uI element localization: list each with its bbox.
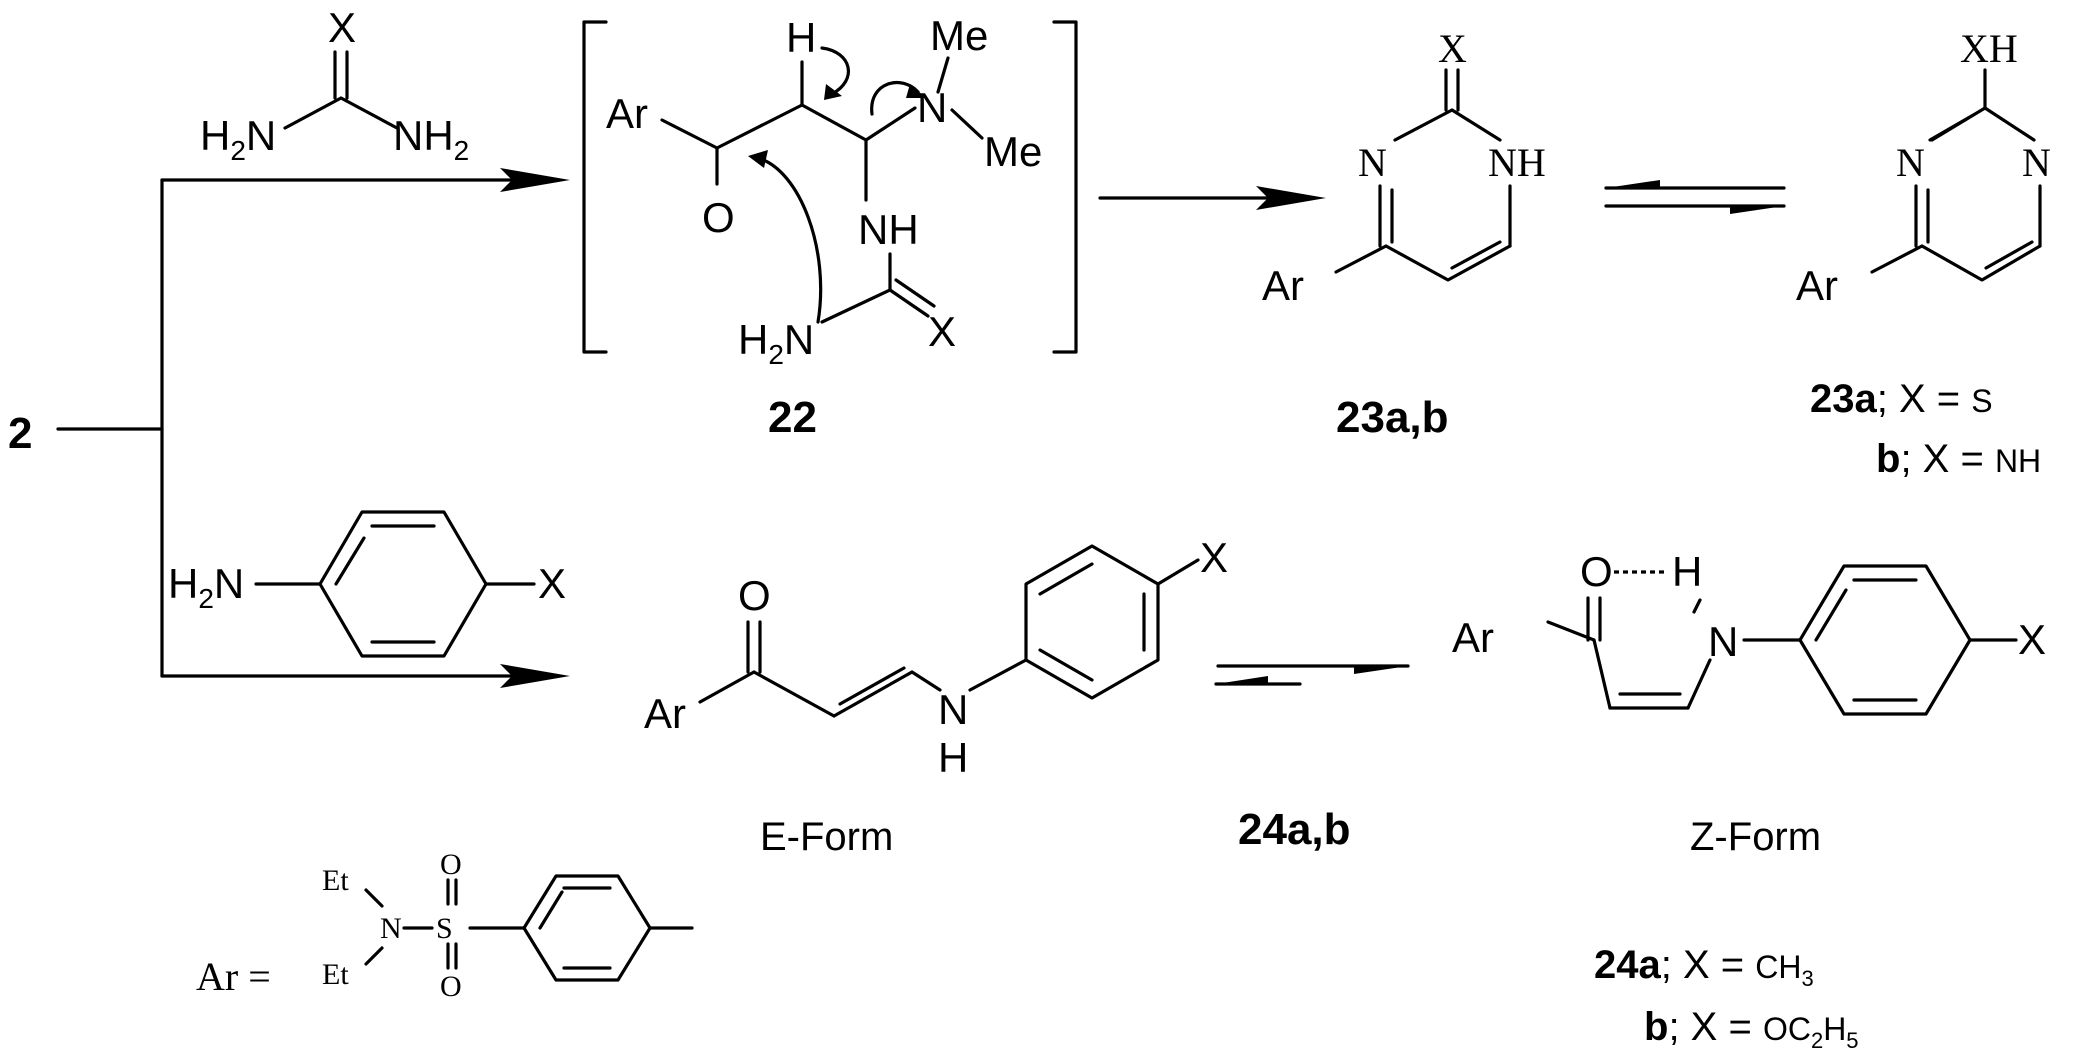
aniline-reagent: H2N X: [168, 510, 566, 658]
zf-n-label: N: [1708, 618, 1738, 665]
int-h-label: H: [786, 14, 816, 61]
p23-ar-label: Ar: [1262, 262, 1304, 309]
ef-ar-label: Ar: [644, 690, 686, 737]
legend-24b: b; X = OC2H5: [1644, 1005, 1859, 1053]
reagent-x-label: X: [328, 4, 356, 51]
int-me-right-label: Me: [984, 128, 1042, 175]
aniline-h2n-label: H2N: [168, 560, 244, 614]
arrow-to-intermediate: [500, 168, 570, 192]
compound-23-label: 23a,b: [1336, 393, 1449, 442]
left-bracket: [582, 20, 608, 354]
pyrimidine-23: X N NH Ar: [1262, 26, 1546, 309]
int-x-label: X: [928, 308, 956, 355]
p23-n-label: N: [1358, 140, 1387, 185]
curved-arrow-h: [820, 46, 850, 96]
int-nh-label: NH: [858, 206, 919, 253]
int-me-top-label: Me: [930, 12, 988, 59]
ar-equals-label: Ar =: [196, 954, 271, 999]
equilibrium-arrows-24: [1214, 664, 1410, 686]
p23t-xh-label: XH: [1960, 26, 2018, 71]
ef-h-label: H: [938, 734, 968, 781]
compound-22-label: 22: [768, 393, 817, 442]
ef-o-label: O: [738, 572, 771, 619]
equilibrium-arrows-23: [1604, 180, 1786, 214]
ar-s-label: S: [436, 912, 453, 945]
zf-o-label: O: [1580, 548, 1613, 595]
legend-24a: 24a; X = CH3: [1594, 943, 1814, 991]
p23-nh-label: NH: [1488, 140, 1546, 185]
curved-arrow-nh2: [756, 156, 823, 324]
ar-definition: Ar = Et Et N S O O: [196, 848, 694, 1003]
compound-24-label: 24a,b: [1238, 805, 1351, 854]
aniline-x-label: X: [538, 560, 566, 607]
int-ar-label: Ar: [606, 90, 648, 137]
right-bracket: [1052, 20, 1078, 354]
ar-o-bottom-label: O: [440, 970, 462, 1003]
pyrimidine-23-tautomer: XH N N Ar: [1796, 26, 2051, 309]
p23-x-label: X: [1438, 26, 1467, 71]
intermediate-22: Ar O H N Me Me NH H2N X: [582, 12, 1078, 370]
branch-lines: [56, 178, 522, 678]
p23t-ar-label: Ar: [1796, 262, 1838, 309]
start-compound-label: 2: [8, 409, 32, 458]
ar-n-label: N: [380, 912, 402, 945]
ar-et-bottom-label: Et: [322, 958, 349, 991]
p23t-n-right-label: N: [2022, 140, 2051, 185]
legend-23b: b; X = NH: [1876, 437, 2041, 481]
ar-et-top-label: Et: [322, 864, 349, 897]
ef-x-label: X: [1200, 534, 1228, 581]
e-form-label: E-Form: [760, 815, 893, 859]
ef-n-label: N: [938, 686, 968, 733]
thiourea-reagent: X H2N NH2: [200, 4, 469, 166]
p23t-n-left-label: N: [1896, 140, 1925, 185]
zf-x-label: X: [2018, 616, 2046, 663]
legend-23a: 23a; X = S: [1810, 377, 1993, 421]
zf-ar-label: Ar: [1452, 614, 1494, 661]
zf-h-label: H: [1672, 548, 1702, 595]
int-o-label: O: [702, 194, 735, 241]
arrow-to-enaminone: [500, 664, 570, 688]
z-form-24: O H Ar N X: [1452, 548, 2046, 716]
int-n-label: N: [917, 84, 947, 131]
e-form-24: O Ar N H X: [644, 534, 1228, 781]
ar-o-top-label: O: [440, 848, 462, 881]
z-form-label: Z-Form: [1690, 815, 1821, 859]
reagent-h2n-label: H2N: [200, 112, 276, 166]
int-h2n-label: H2N: [738, 316, 814, 370]
arrow-to-pyrimidine: [1098, 186, 1326, 210]
reagent-nh2-label: NH2: [393, 112, 469, 166]
